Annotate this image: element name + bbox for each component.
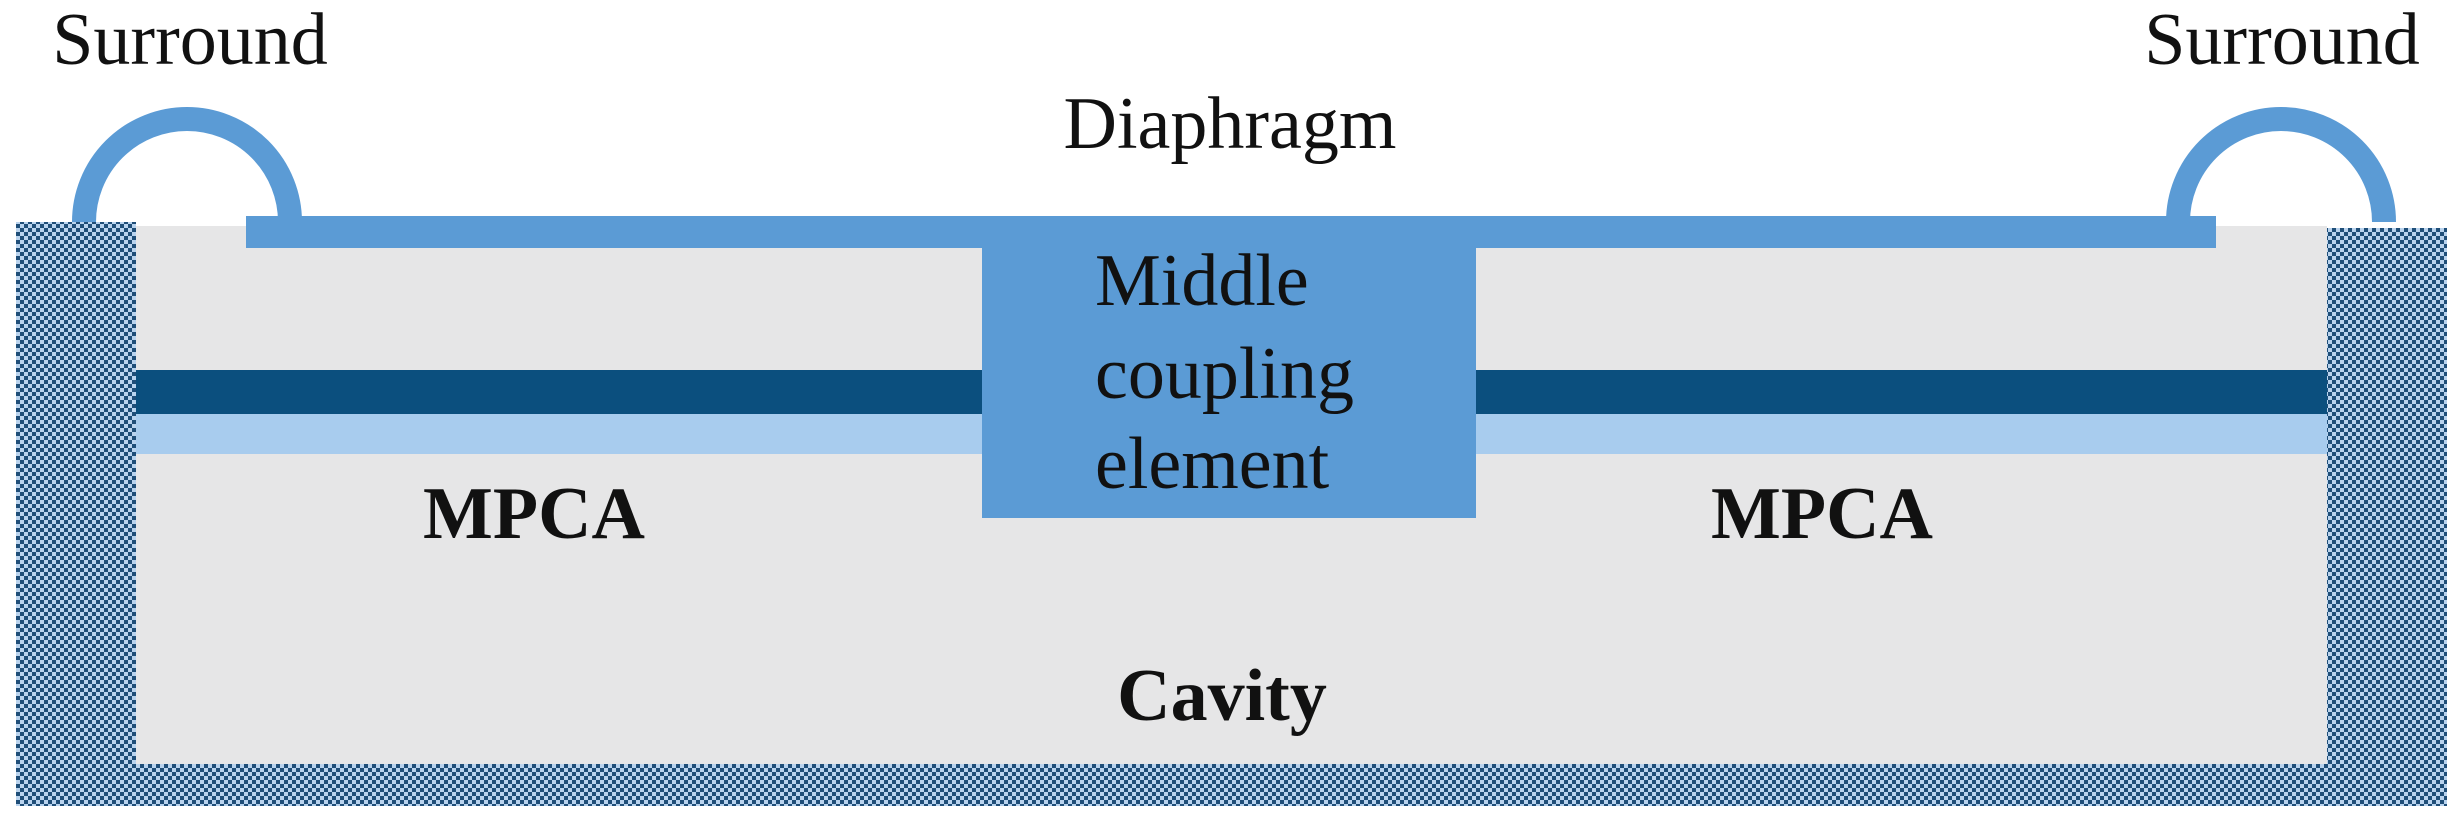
- middle-coupling-label-line3: element: [1095, 423, 1330, 505]
- surround-left: [72, 107, 302, 223]
- diaphragm-label: Diaphragm: [1064, 83, 1397, 165]
- diaphragm: [246, 216, 2216, 248]
- middle-coupling-element: [982, 246, 1476, 518]
- surround-right-label: Surround: [2144, 0, 2419, 81]
- middle-coupling-label-line2: coupling: [1095, 333, 1354, 415]
- frame-bottom: [16, 764, 2447, 806]
- mpca-left-dark-layer: [136, 370, 982, 414]
- mpca-left-label: MPCA: [423, 473, 645, 555]
- mpca-right-light-layer: [1476, 414, 2327, 454]
- surround-right: [2166, 107, 2396, 223]
- cavity-label: Cavity: [1117, 655, 1327, 737]
- surround-left-label: Surround: [52, 0, 327, 81]
- frame-right-wall: [2327, 228, 2447, 806]
- middle-coupling-label-line1: Middle: [1095, 240, 1309, 322]
- mpca-left-light-layer: [136, 414, 982, 454]
- frame-left-wall: [16, 222, 136, 806]
- mpca-right-label: MPCA: [1711, 473, 1933, 555]
- mpca-right-dark-layer: [1476, 370, 2327, 414]
